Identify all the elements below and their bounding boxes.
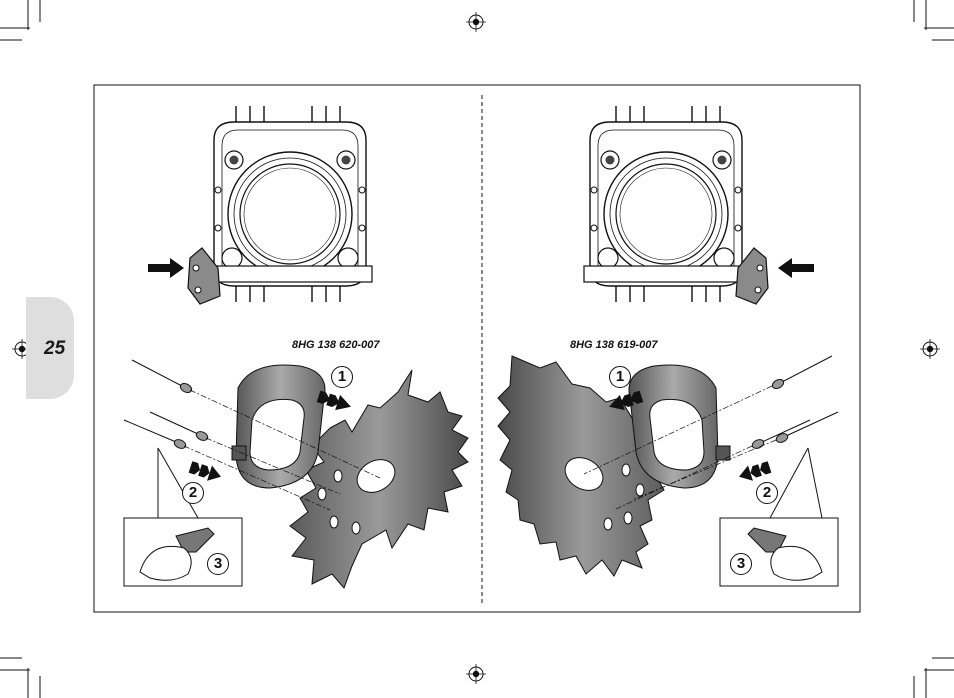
headlamp-left xyxy=(188,106,372,304)
part-number-right: 8HG 138 619-007 xyxy=(570,339,657,351)
part-number-left: 8HG 138 620-007 xyxy=(292,339,379,351)
step-1-right: 1 xyxy=(609,366,631,388)
step-1-left: 1 xyxy=(331,366,353,388)
registration-mark-icon xyxy=(466,664,486,684)
step-2-left: 2 xyxy=(182,482,204,504)
arrow-icon xyxy=(148,258,184,278)
headlamp-right xyxy=(584,106,768,304)
registration-mark-icon xyxy=(920,339,940,359)
arrow-icon xyxy=(778,258,814,278)
right-panel-artwork xyxy=(498,106,838,586)
arrow-icon xyxy=(737,459,772,484)
arrow-icon xyxy=(188,459,223,484)
step-3-left: 3 xyxy=(207,553,229,575)
page-number: 25 xyxy=(44,338,65,360)
registration-mark-icon xyxy=(466,12,486,32)
step-3-right: 3 xyxy=(730,553,752,575)
step-2-right: 2 xyxy=(756,482,778,504)
